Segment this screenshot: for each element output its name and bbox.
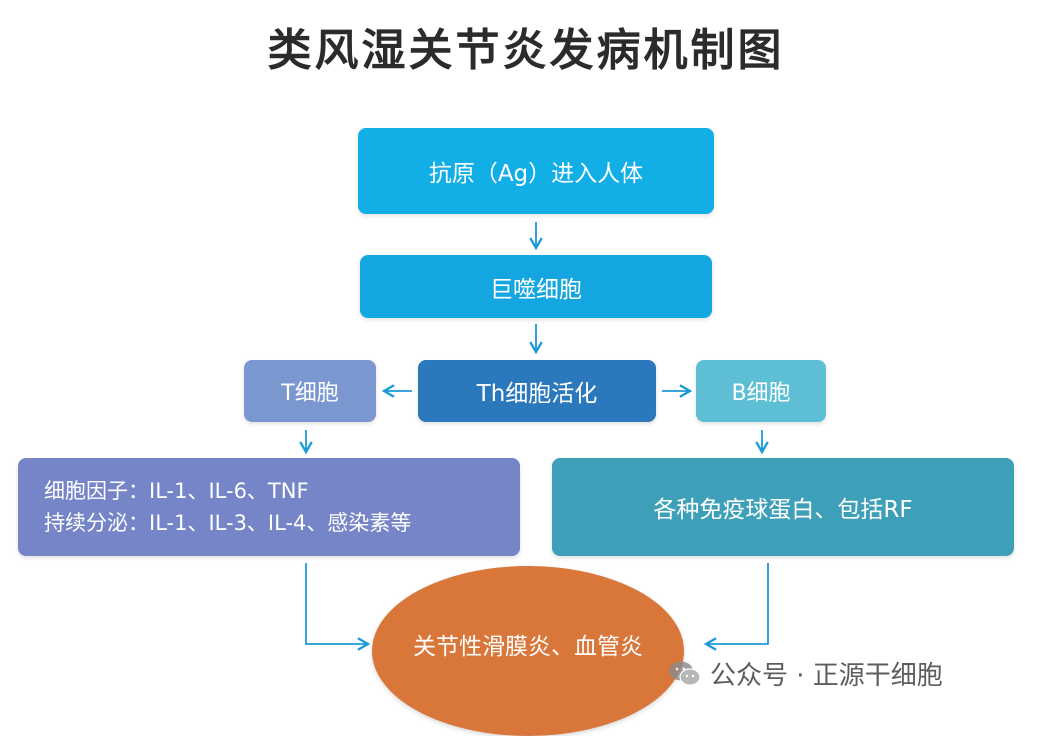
node-b-cell: B细胞 <box>696 360 826 422</box>
watermark-text: 公众号 · 正源干细胞 <box>710 661 943 691</box>
node-th-label: Th细胞活化 <box>476 381 598 407</box>
node-immunoglobulin-label: 各种免疫球蛋白、包括RF <box>653 497 913 523</box>
arrow-cytokines-to-outcome <box>305 563 371 651</box>
node-b-cell-label: B细胞 <box>731 381 791 406</box>
node-antigen: 抗原（Ag）进入人体 <box>358 128 714 214</box>
wechat-icon <box>668 660 702 688</box>
connector-arrows <box>299 222 769 651</box>
node-th-activation: Th细胞活化 <box>418 360 656 422</box>
node-macrophage-label: 巨噬细胞 <box>490 276 582 303</box>
node-t-cell-label: T细胞 <box>281 381 339 406</box>
node-antigen-label: 抗原（Ag）进入人体 <box>428 161 644 187</box>
node-cytokines-line2: 持续分泌：IL-1、IL-3、IL-4、感染素等 <box>44 511 412 535</box>
node-t-cell: T细胞 <box>244 360 376 422</box>
node-immunoglobulin: 各种免疫球蛋白、包括RF <box>552 458 1014 556</box>
watermark: 公众号 · 正源干细胞 <box>668 655 943 692</box>
page-title: 类风湿关节炎发病机制图 <box>267 25 785 76</box>
node-cytokines-line1: 细胞因子：IL-1、IL-6、TNF <box>44 479 309 503</box>
node-outcome: 关节性滑膜炎、血管炎 <box>372 566 684 736</box>
node-cytokines: 细胞因子：IL-1、IL-6、TNF 持续分泌：IL-1、IL-3、IL-4、感… <box>18 458 520 556</box>
arrow-immunoglobulin-to-outcome <box>703 563 769 651</box>
node-outcome-label: 关节性滑膜炎、血管炎 <box>413 634 643 660</box>
node-macrophage: 巨噬细胞 <box>360 255 712 318</box>
